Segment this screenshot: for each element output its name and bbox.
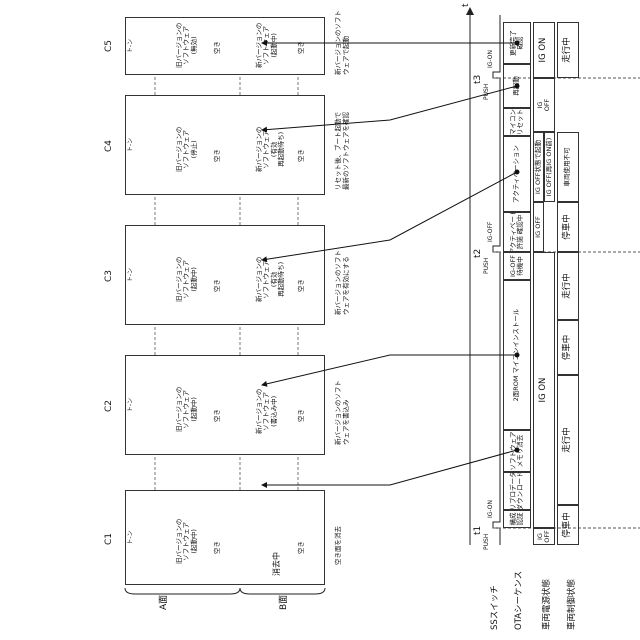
link-restart-c4	[262, 86, 517, 130]
link-erase-c1	[262, 450, 517, 485]
link-install-c2	[262, 355, 517, 385]
link-activation-c3	[262, 172, 517, 260]
